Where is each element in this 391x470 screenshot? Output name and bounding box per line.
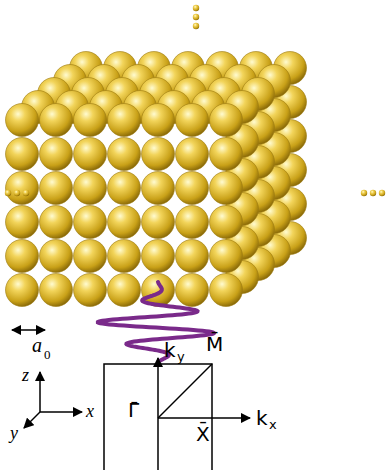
axis-label: x: [86, 402, 94, 420]
lattice-constant: a: [32, 335, 42, 355]
symmetry-point: Γ̄: [128, 400, 139, 420]
axis-label: y: [10, 424, 18, 442]
symmetry-point: M̄: [206, 334, 223, 354]
continuation-dots: [5, 5, 385, 196]
wavevector-subscript: x: [269, 418, 277, 431]
coordinate-axes: [24, 372, 82, 428]
wavevector-label: k: [164, 340, 176, 360]
gold-lattice: [6, 52, 307, 307]
symmetry-point: X̄: [196, 424, 210, 444]
lattice-constant-subscript: 0: [44, 348, 51, 361]
axis-label: z: [22, 366, 29, 384]
wavevector-subscript: y: [177, 350, 185, 363]
wave-packet: [98, 282, 214, 362]
lattice-constant-arrow: [12, 329, 45, 331]
wavevector-label: k: [256, 408, 268, 428]
brillouin-zone: [104, 358, 250, 470]
